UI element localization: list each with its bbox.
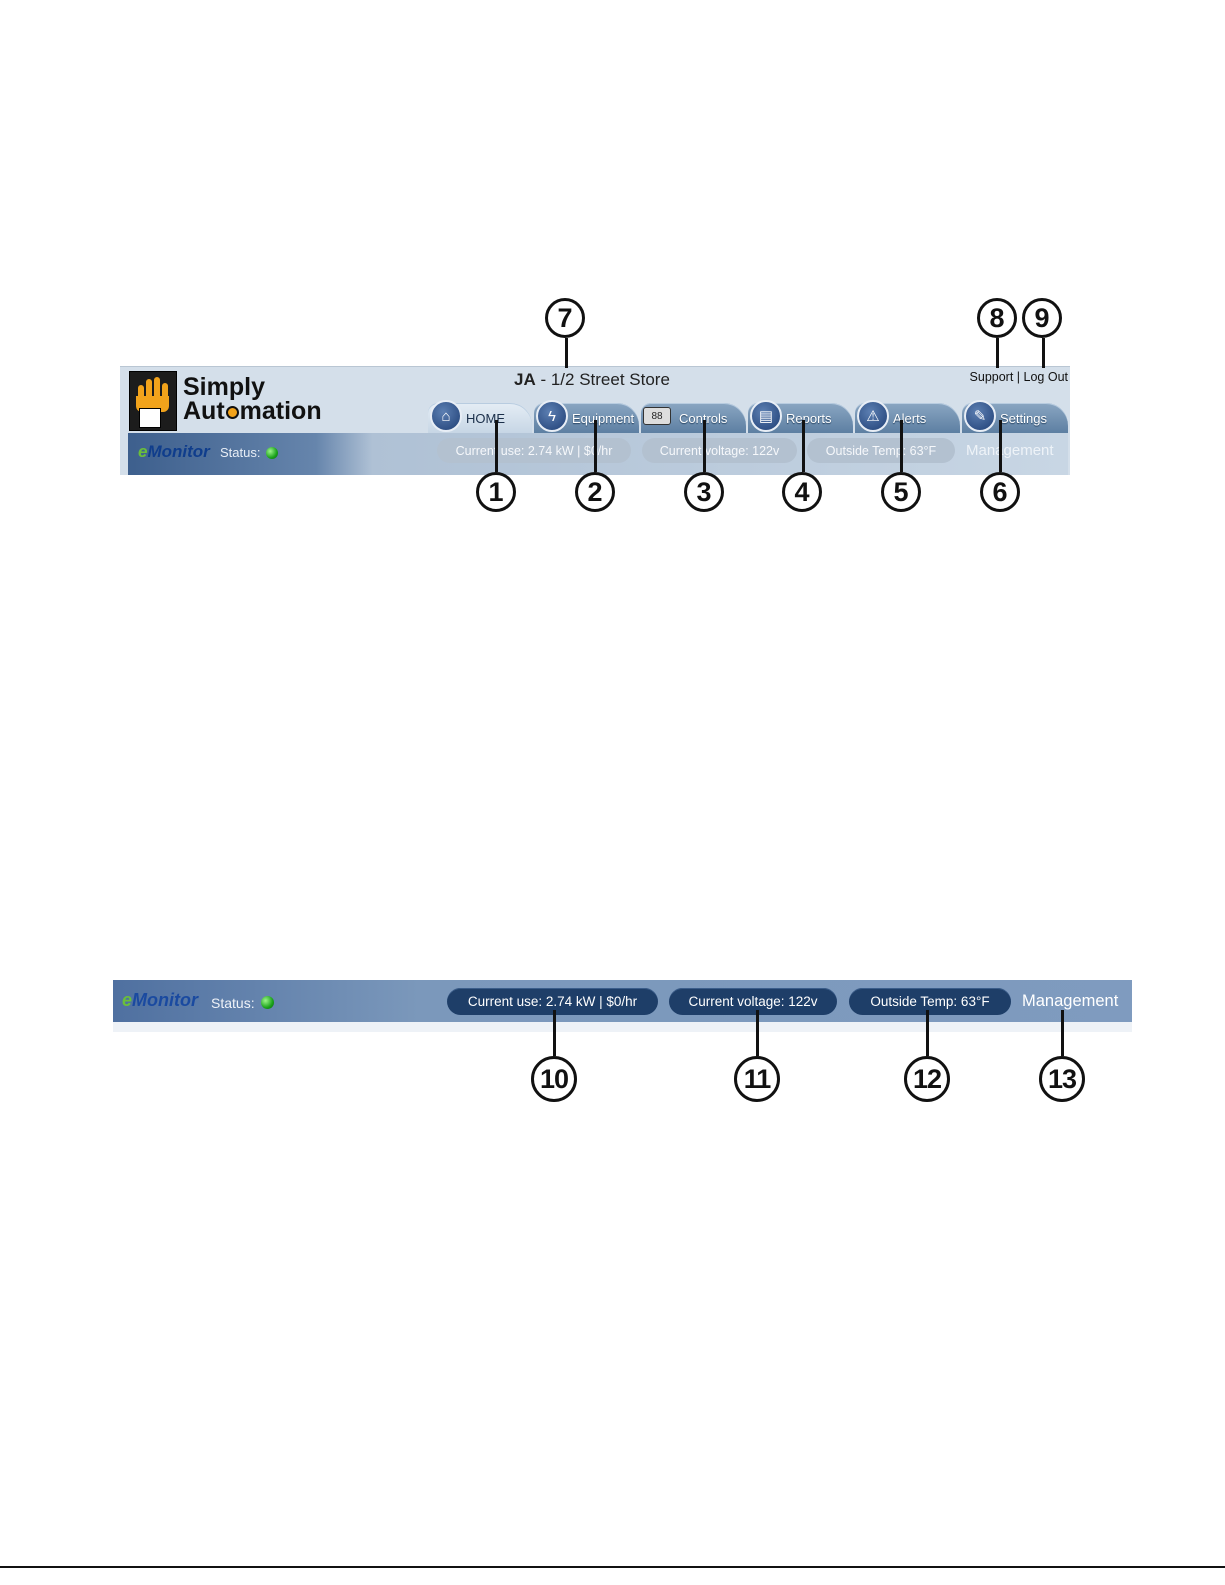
callout-8: 8 bbox=[977, 298, 1017, 338]
callout-12: 12 bbox=[904, 1056, 950, 1102]
leader-6 bbox=[999, 420, 1002, 472]
current-voltage-pill: Current voltage: 122v bbox=[642, 438, 797, 463]
logo-line2-a: Aut bbox=[183, 397, 225, 425]
tab-reports[interactable]: ▤ Reports bbox=[748, 400, 853, 433]
management-link-zoomed[interactable]: Management bbox=[1022, 992, 1119, 1010]
leader-13 bbox=[1061, 1010, 1064, 1056]
link-separator: | bbox=[1013, 370, 1024, 384]
status-label: Status: bbox=[220, 445, 261, 460]
leader-2 bbox=[594, 420, 597, 472]
callout-4: 4 bbox=[782, 472, 822, 512]
store-name: - 1/2 Street Store bbox=[535, 370, 670, 389]
header-screenshot: Simply Aut mation JA - 1/2 Street Store S… bbox=[120, 366, 1070, 475]
logout-link[interactable]: Log Out bbox=[1023, 370, 1068, 384]
logo-dot-icon bbox=[225, 405, 239, 419]
leader-4 bbox=[802, 420, 805, 472]
tab-settings[interactable]: ✎ Settings bbox=[962, 400, 1068, 433]
tab-controls-label: Controls bbox=[679, 411, 728, 426]
callout-1: 1 bbox=[476, 472, 516, 512]
tab-equipment-label: Equipment bbox=[572, 411, 635, 426]
callout-10: 10 bbox=[531, 1056, 577, 1102]
status-bar-zoomed: eMonitor Status: Current use: 2.74 kW | … bbox=[113, 980, 1132, 1022]
tab-alerts-label: Alerts bbox=[893, 411, 927, 426]
page-bottom-rule bbox=[0, 1566, 1225, 1568]
lightning-icon: ϟ bbox=[536, 400, 568, 432]
callout-2: 2 bbox=[575, 472, 615, 512]
callout-9: 9 bbox=[1022, 298, 1062, 338]
current-use-pill: Current use: 2.74 kW | $0/hr bbox=[437, 438, 631, 463]
current-use-pill-zoomed: Current use: 2.74 kW | $0/hr bbox=[447, 988, 658, 1015]
support-link[interactable]: Support bbox=[969, 370, 1014, 384]
home-icon: ⌂ bbox=[430, 400, 462, 432]
thermostat-icon: 88 bbox=[643, 407, 671, 425]
wrench-icon: ✎ bbox=[964, 400, 996, 432]
outside-temp-pill-zoomed: Outside Temp: 63°F bbox=[849, 988, 1011, 1015]
callout-6: 6 bbox=[980, 472, 1020, 512]
emonitor-brand: eMonitor bbox=[138, 442, 210, 462]
leader-10 bbox=[553, 1010, 556, 1056]
emonitor-name-zoomed: Monitor bbox=[132, 990, 198, 1010]
tab-home-label: HOME bbox=[466, 411, 505, 426]
callout-5: 5 bbox=[881, 472, 921, 512]
leader-8 bbox=[996, 338, 999, 368]
top-links: Support | Log Out bbox=[970, 370, 1068, 384]
logo-line2-b: mation bbox=[239, 397, 322, 425]
logo-text: Simply Aut mation bbox=[183, 373, 322, 425]
tab-equipment[interactable]: ϟ Equipment bbox=[534, 400, 639, 433]
emonitor-name: Monitor bbox=[147, 442, 210, 461]
status-bar-screenshot: eMonitor Status: Current use: 2.74 kW | … bbox=[113, 980, 1132, 1032]
callout-3: 3 bbox=[684, 472, 724, 512]
callout-11: 11 bbox=[734, 1056, 780, 1102]
tab-alerts[interactable]: ⚠ Alerts bbox=[855, 400, 960, 433]
tab-home[interactable]: ⌂ HOME bbox=[428, 400, 532, 433]
store-prefix: JA bbox=[514, 370, 536, 389]
status-led-icon-zoomed bbox=[261, 996, 274, 1009]
emonitor-brand-zoomed: eMonitor bbox=[122, 990, 198, 1011]
management-link[interactable]: Management bbox=[966, 442, 1054, 459]
current-voltage-pill-zoomed: Current voltage: 122v bbox=[669, 988, 837, 1015]
leader-11 bbox=[756, 1010, 759, 1056]
tab-settings-label: Settings bbox=[1000, 411, 1047, 426]
leader-1 bbox=[495, 420, 498, 472]
callout-13: 13 bbox=[1039, 1056, 1085, 1102]
emonitor-e: e bbox=[138, 442, 148, 461]
leader-9 bbox=[1042, 338, 1045, 368]
leader-3 bbox=[703, 420, 706, 472]
status-bar-foot bbox=[113, 1022, 1132, 1032]
tab-reports-label: Reports bbox=[786, 411, 832, 426]
leader-7 bbox=[565, 338, 568, 368]
tab-controls[interactable]: 88 Controls bbox=[641, 403, 746, 433]
warning-icon: ⚠ bbox=[857, 400, 889, 432]
status-led-icon bbox=[266, 447, 278, 459]
status-label-zoomed: Status: bbox=[211, 995, 255, 1011]
outside-temp-pill: Outside Temp: 63°F bbox=[807, 438, 955, 463]
logo-line1: Simply bbox=[183, 373, 265, 401]
logo-hand-icon bbox=[129, 371, 177, 431]
status-bar: eMonitor Status: Current use: 2.74 kW | … bbox=[128, 433, 1068, 475]
callout-7: 7 bbox=[545, 298, 585, 338]
leader-5 bbox=[900, 420, 903, 472]
document-icon: ▤ bbox=[750, 400, 782, 432]
emonitor-e-zoomed: e bbox=[122, 990, 133, 1010]
leader-12 bbox=[926, 1010, 929, 1056]
store-title: JA - 1/2 Street Store bbox=[514, 370, 670, 390]
